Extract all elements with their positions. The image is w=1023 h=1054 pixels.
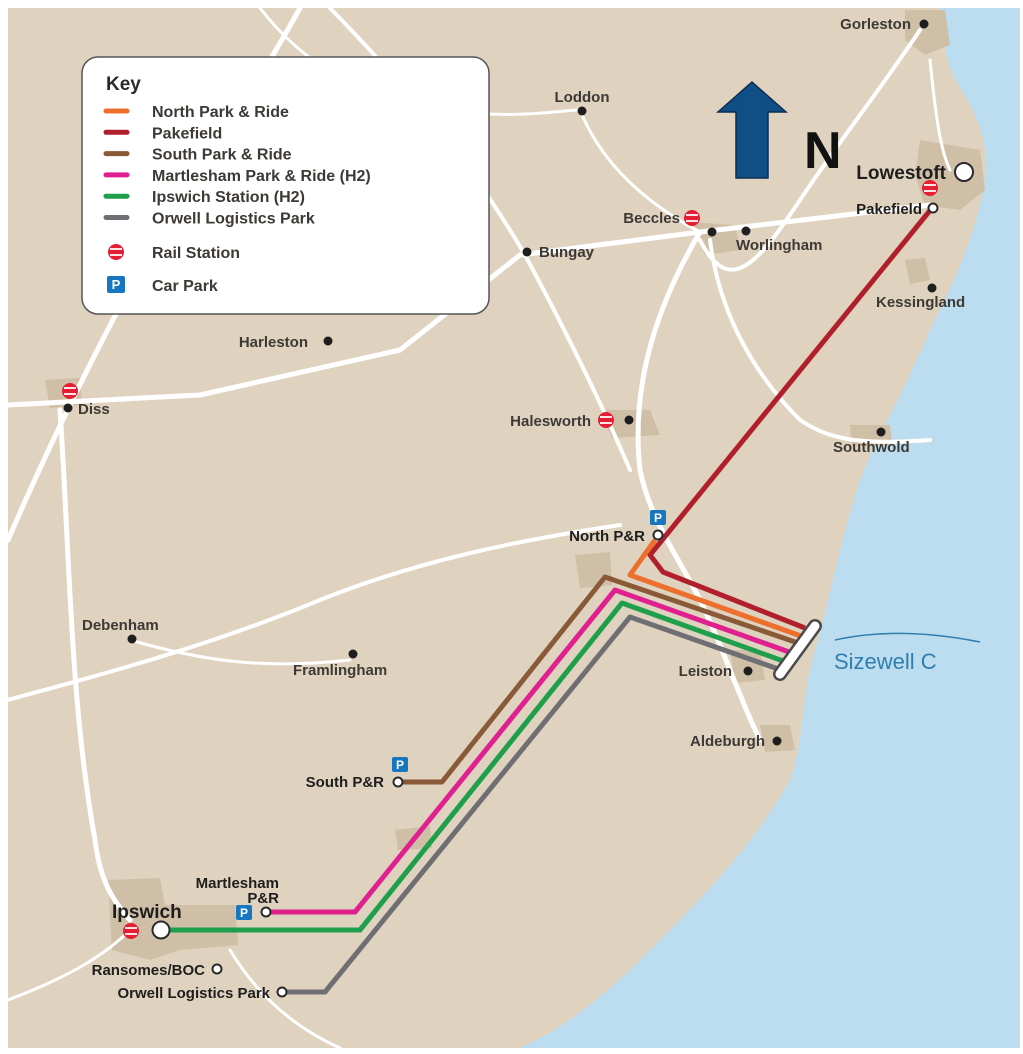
label-south-pr: South P&R [306, 774, 384, 791]
rail-station-icon [108, 244, 124, 260]
svg-text:P: P [396, 758, 404, 772]
key-route-row: Orwell Logistics Park [103, 211, 315, 228]
key-route-row: Pakefield [103, 125, 222, 142]
label-martlesham-pr: P&R [247, 890, 279, 907]
key-car-park-label: Car Park [152, 278, 218, 295]
label-beccles: Beccles [623, 210, 680, 227]
bungay-dot [522, 247, 532, 257]
key-route-row: Ipswich Station (H2) [103, 189, 305, 206]
car-park-icon: P [236, 905, 252, 920]
sizewell-swoosh [834, 632, 981, 643]
label-worlingham: Worlingham [736, 237, 822, 254]
route-orwell-logistics [282, 614, 782, 995]
beccles-dot [707, 227, 717, 237]
key-rail-label: Rail Station [152, 245, 240, 262]
key-route-label: South Park & Ride [152, 147, 292, 164]
key-rail-row: Rail Station [108, 244, 240, 262]
car-park-icon: P [392, 757, 408, 772]
label-debenham: Debenham [82, 617, 159, 634]
town-markers [63, 19, 937, 746]
label-pakefield: Pakefield [856, 201, 922, 218]
svg-text:P: P [240, 906, 248, 920]
label-orwell: Orwell Logistics Park [117, 985, 270, 1002]
rail-station-icon [684, 210, 700, 226]
key-route-label: North Park & Ride [152, 104, 289, 121]
ransomes-terminal [211, 963, 223, 975]
sizewell-c-brand: Sizewell C [834, 649, 937, 674]
label-harleston: Harleston [239, 334, 308, 351]
label-lowestoft: Lowestoft [856, 163, 946, 184]
car-park-icon [107, 276, 125, 293]
ipswich-station-circle [151, 920, 171, 940]
town-labels: Gorleston Loddon Lowestoft Pakefield Bec… [78, 16, 965, 1002]
key-title: Key [106, 74, 141, 95]
route-north-park-and-ride [627, 538, 802, 639]
key-car-park-row: P Car Park [107, 276, 218, 295]
rail-station-icon [922, 180, 938, 196]
key-route-label: Orwell Logistics Park [152, 211, 315, 228]
harleston-dot [323, 336, 333, 346]
svg-text:P: P [654, 511, 662, 525]
label-framlingham: Framlingham [293, 662, 387, 679]
lowestoft-station-circle [954, 162, 974, 182]
car-park-symbols: P P P [236, 510, 666, 920]
label-halesworth: Halesworth [510, 413, 591, 430]
key-route-row: Martlesham Park & Ride (H2) [103, 168, 371, 185]
key-route-label: Ipswich Station (H2) [152, 189, 305, 206]
loddon-dot [577, 106, 587, 116]
label-loddon: Loddon [555, 89, 610, 106]
sizewell-terminal [773, 619, 822, 681]
south-pr-terminal [392, 776, 404, 788]
routes [163, 206, 934, 995]
label-gorleston: Gorleston [840, 16, 911, 33]
label-ipswich: Ipswich [112, 902, 182, 923]
framlingham-dot [348, 649, 358, 659]
kessingland-dot [927, 283, 937, 293]
key-route-label: Pakefield [152, 125, 222, 142]
label-ransomes: Ransomes/BOC [92, 962, 206, 979]
rail-symbols [62, 180, 938, 939]
route-terminals [151, 162, 974, 998]
worlingham-dot [741, 226, 751, 236]
route-pakefield [647, 206, 934, 631]
label-martlesham: Martlesham [196, 875, 279, 892]
rail-station-icon [598, 412, 614, 428]
label-north-pr: North P&R [569, 528, 645, 545]
debenham-dot [127, 634, 137, 644]
label-leiston: Leiston [679, 663, 732, 680]
label-diss: Diss [78, 401, 110, 418]
pakefield-terminal [927, 202, 939, 214]
halesworth-dot [624, 415, 634, 425]
sea [520, 8, 1020, 1048]
north-arrow: N [716, 80, 842, 180]
gorleston-dot [919, 19, 929, 29]
north-arrow-icon [716, 80, 788, 179]
orwell-terminal [276, 986, 288, 998]
diss-dot [63, 403, 73, 413]
label-southwold: Southwold [833, 439, 910, 456]
route-martlesham [268, 587, 793, 915]
rail-station-icon [62, 383, 78, 399]
key-route-row: South Park & Ride [103, 147, 292, 164]
rail-station-icon [123, 923, 139, 939]
key-route-label: Martlesham Park & Ride (H2) [152, 168, 371, 185]
route-ipswich-station [163, 600, 787, 933]
label-kessingland: Kessingland [876, 294, 965, 311]
north-pr-terminal [652, 529, 664, 541]
label-aldeburgh: Aldeburgh [690, 733, 765, 750]
key-route-row: North Park & Ride [103, 104, 289, 121]
route-south-park-and-ride [398, 574, 799, 785]
svg-text:P: P [112, 277, 121, 292]
label-bungay: Bungay [539, 244, 595, 261]
aldeburgh-dot [772, 736, 782, 746]
southwold-dot [876, 427, 886, 437]
car-park-icon: P [650, 510, 666, 525]
martlesham-terminal [260, 906, 272, 918]
leiston-dot [743, 666, 753, 676]
north-label: N [804, 122, 842, 180]
